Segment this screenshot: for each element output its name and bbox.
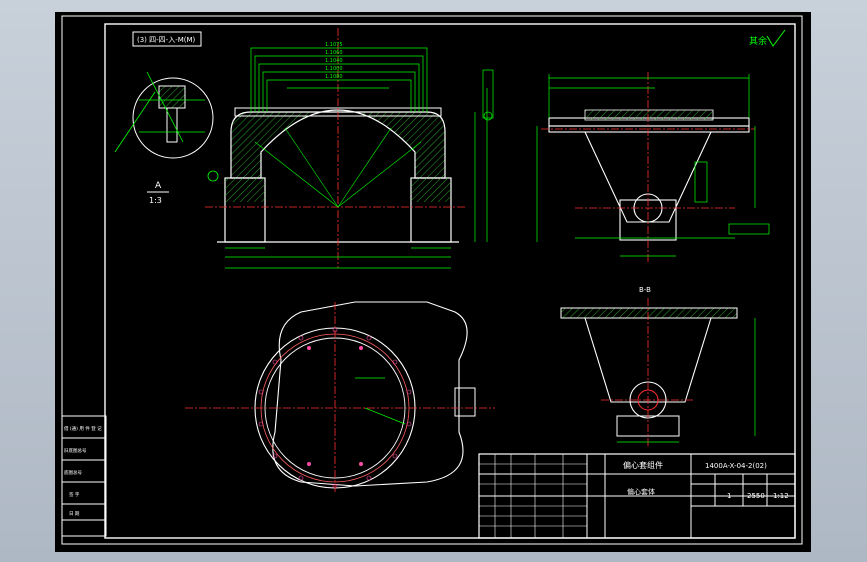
title-block: 偏心套组件 1400A-X-04-2(02) 偏心套体 1 2550 1:12	[478, 453, 796, 539]
roughness-symbol	[766, 29, 786, 47]
table-row: 旧底图总号	[64, 447, 87, 454]
table-row: 日 期	[69, 511, 80, 517]
sub-name: 偏心套体	[627, 487, 655, 496]
svg-text:1.1075: 1.1075	[325, 42, 343, 48]
left-registration-table: 借 (通) 用 件 登 记 旧底图总号 底图总号 签 字 日 期	[61, 415, 107, 537]
b-b-label: B-B	[639, 286, 651, 294]
table-row: 签 字	[69, 491, 80, 498]
cad-drawing: 其余 (3) 四-四-入-M(M) A 1:3	[61, 15, 803, 545]
table-row: 借 (通) 用 件 登 记	[64, 425, 102, 432]
table-row: 底图总号	[64, 469, 82, 476]
quantity: 1	[727, 492, 731, 500]
b-b-section: B-B	[560, 286, 756, 448]
svg-text:1.1060: 1.1060	[325, 50, 343, 56]
svg-text:1.1000: 1.1000	[325, 66, 343, 72]
inner-frame	[104, 23, 796, 539]
scale-note: 1:3	[149, 196, 162, 205]
main-section-view: (3) 四-四-入-M(M) A 1:3	[114, 28, 494, 269]
outer-frame	[61, 15, 803, 545]
roughness-note: 其余	[749, 35, 767, 47]
side-view	[536, 72, 770, 262]
part-name: 偏心套组件	[623, 460, 663, 470]
section-a-label: A	[155, 181, 162, 191]
notch-note: (3) 四-四-入-M(M)	[137, 36, 196, 44]
weight: 2550	[747, 492, 765, 500]
cad-viewport[interactable]: 其余 (3) 四-四-入-M(M) A 1:3	[55, 12, 811, 552]
top-view	[185, 301, 495, 492]
scale: 1:12	[773, 492, 789, 500]
svg-text:1.1080: 1.1080	[325, 74, 343, 80]
detail-circle	[132, 77, 214, 159]
svg-text:1.1040: 1.1040	[325, 58, 343, 64]
drawing-number: 1400A-X-04-2(02)	[705, 462, 767, 470]
